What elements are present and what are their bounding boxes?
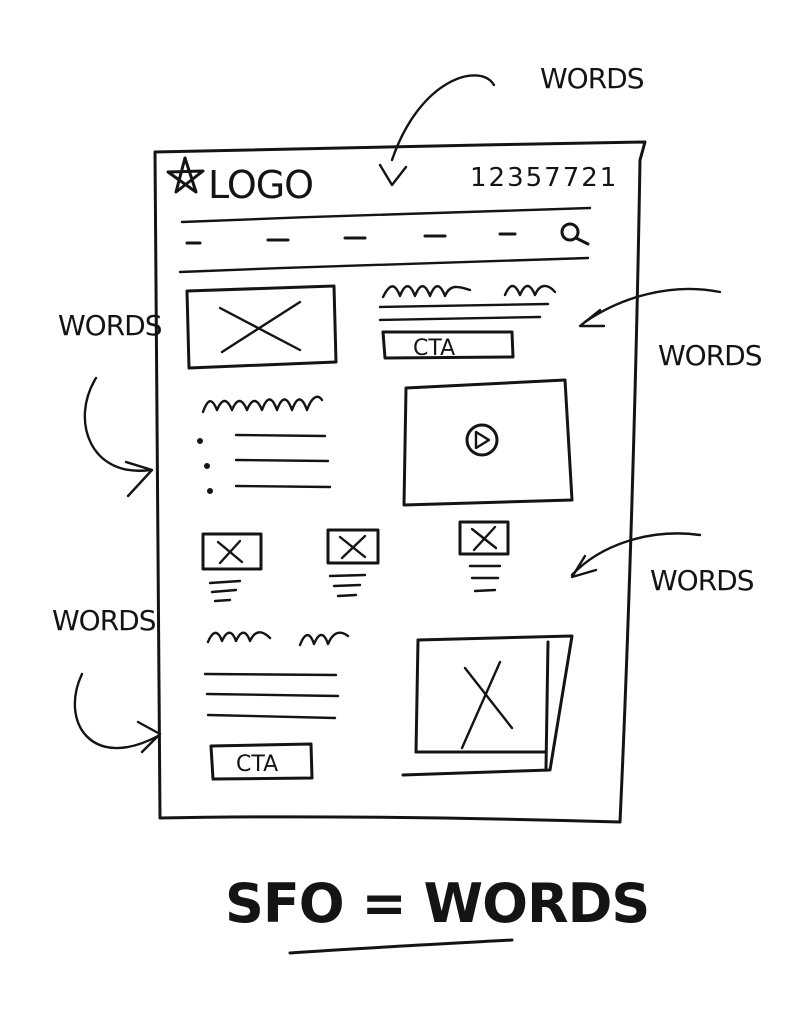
annotation-top: WORDS [540,62,644,95]
bottom-text-block [203,631,350,720]
caption: SFO = WORDS [225,872,649,935]
logo-text: LOGO [208,163,313,207]
hero-text-block [378,284,557,322]
annotation-left-upper: WORDS [58,309,162,342]
caption-underline [288,938,514,955]
image-card [458,520,510,593]
arrow-icon [83,376,154,498]
bottom-cta-button[interactable]: CTA [209,742,314,781]
image-card [201,532,263,603]
annotation-right-upper: WORDS [658,339,762,372]
hero-cta-label: CTA [413,336,455,361]
page-outline [153,140,647,824]
nav-bar [178,206,592,274]
star-icon [166,156,205,194]
bottom-cta-label: CTA [236,752,278,777]
arrow-icon [378,74,496,187]
annotation-left-lower: WORDS [52,604,156,637]
video-placeholder[interactable] [402,378,574,507]
arrow-icon [73,672,162,754]
phone-number: 12357721 [470,163,618,193]
hero-cta-button[interactable]: CTA [381,330,515,361]
play-icon[interactable] [465,423,499,457]
arrow-icon [570,532,702,579]
list-text-block [197,395,332,494]
search-icon[interactable] [560,222,590,246]
image-card [326,528,380,598]
feature-image-placeholder [401,634,574,777]
annotation-right-lower: WORDS [650,564,754,597]
arrow-icon [578,287,722,328]
hero-image-placeholder [185,284,338,370]
